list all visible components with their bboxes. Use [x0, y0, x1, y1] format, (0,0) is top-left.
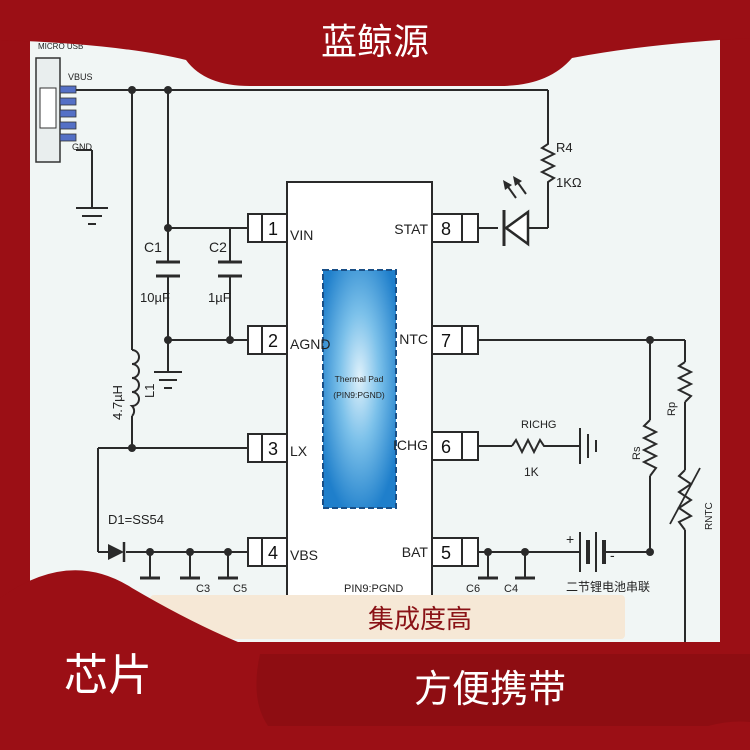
pin-5-name: BAT	[402, 544, 429, 560]
battery-minus: -	[610, 547, 615, 563]
led-light-icon	[503, 176, 527, 199]
pin-4-number: 4	[268, 543, 278, 563]
pin-8-number: 8	[441, 219, 451, 239]
rp-label: Rp	[666, 402, 678, 416]
diode-label: D1=SS54	[108, 512, 164, 527]
pin-7: 7 NTC	[399, 325, 479, 355]
rntc-arrow	[669, 467, 701, 525]
feature-tag-2-bg	[256, 654, 750, 726]
pin-2-number: 2	[268, 331, 278, 351]
pin-1-name: VIN	[290, 227, 313, 243]
ground-symbols	[76, 207, 182, 389]
thermal-pad-line2: (PIN9:PGND)	[333, 390, 385, 400]
led	[502, 176, 530, 247]
pin-3-name: LX	[290, 443, 308, 459]
c3-label: C3	[196, 583, 210, 595]
thermal-pad-line1: Thermal Pad	[335, 374, 384, 384]
rs-label: Rs	[631, 446, 643, 460]
c1-value: 10µF	[140, 290, 170, 305]
pin-3: 3 LX	[247, 433, 308, 463]
brand-title: 蓝鲸源	[321, 22, 429, 63]
c1-name: C1	[144, 239, 162, 255]
pin-6: 6 ICHG	[393, 431, 479, 461]
pin-6-name: ICHG	[393, 437, 428, 453]
rntc-thermistor	[677, 469, 693, 531]
usb-gnd-label: GND	[72, 142, 93, 152]
junction-dots	[128, 86, 654, 556]
capacitor-c1-c2	[156, 260, 242, 278]
richg-name: RICHG	[521, 419, 556, 431]
pin9-label: PIN9:PGND	[344, 583, 403, 595]
usb-connector: MICRO USB VBUS GND	[35, 42, 93, 163]
battery-plus: +	[566, 531, 574, 547]
top-banner	[0, 0, 750, 86]
rntc-label: RNTC	[704, 502, 715, 530]
c6-label: C6	[466, 583, 480, 595]
chip-left-pins: 1 VIN 2 AGND 3 LX 4 VBS	[247, 213, 330, 567]
feature-tag-1: 集成度高	[368, 605, 472, 635]
c2-name: C2	[209, 239, 227, 255]
chip-body	[286, 181, 433, 603]
inductor-symbol	[129, 349, 140, 417]
pin-7-name: NTC	[399, 331, 428, 347]
pin-7-number: 7	[441, 331, 451, 351]
usb-vbus-label: VBUS	[68, 72, 93, 82]
ichg-ground	[579, 428, 597, 464]
pin-8-name: STAT	[394, 221, 428, 237]
rp-resistor	[676, 361, 694, 403]
pin-4-name: VBS	[290, 547, 318, 563]
feature-tag-1-bg	[150, 595, 625, 639]
pin-1-number: 1	[268, 219, 278, 239]
c5-label: C5	[233, 583, 247, 595]
pin-1: 1 VIN	[247, 213, 313, 243]
thermal-pad	[322, 269, 397, 509]
pin-2-name: AGND	[290, 336, 330, 352]
rs-resistor	[641, 419, 659, 477]
usb-label: MICRO USB	[38, 42, 83, 51]
richg-resistor	[511, 437, 548, 455]
pin-2: 2 AGND	[247, 325, 330, 355]
pin-4: 4 VBS	[247, 537, 318, 567]
richg-value: 1K	[524, 465, 539, 479]
pin-8: 8 STAT	[394, 213, 479, 243]
c4-label: C4	[504, 583, 518, 595]
pin-6-number: 6	[441, 437, 451, 457]
battery-label: 二节锂电池串联	[566, 579, 650, 594]
pin-5-number: 5	[441, 543, 451, 563]
battery	[579, 532, 606, 572]
r4-resistor	[539, 140, 557, 190]
diode-d1	[108, 542, 126, 562]
r4-name: R4	[556, 140, 573, 155]
corner-label: 芯片	[64, 650, 152, 701]
pin-5: 5 BAT	[402, 537, 479, 567]
pin-3-number: 3	[268, 439, 278, 459]
c2-value: 1µF	[208, 290, 231, 305]
feature-tag-2: 方便携带	[414, 667, 566, 711]
inductor-value: 4.7µH	[110, 385, 125, 420]
r4-value: 1KΩ	[556, 175, 582, 190]
chip-right-pins: 8 STAT 7 NTC 6 ICHG 5 BAT	[393, 213, 479, 567]
inductor-name: L1	[142, 384, 157, 398]
